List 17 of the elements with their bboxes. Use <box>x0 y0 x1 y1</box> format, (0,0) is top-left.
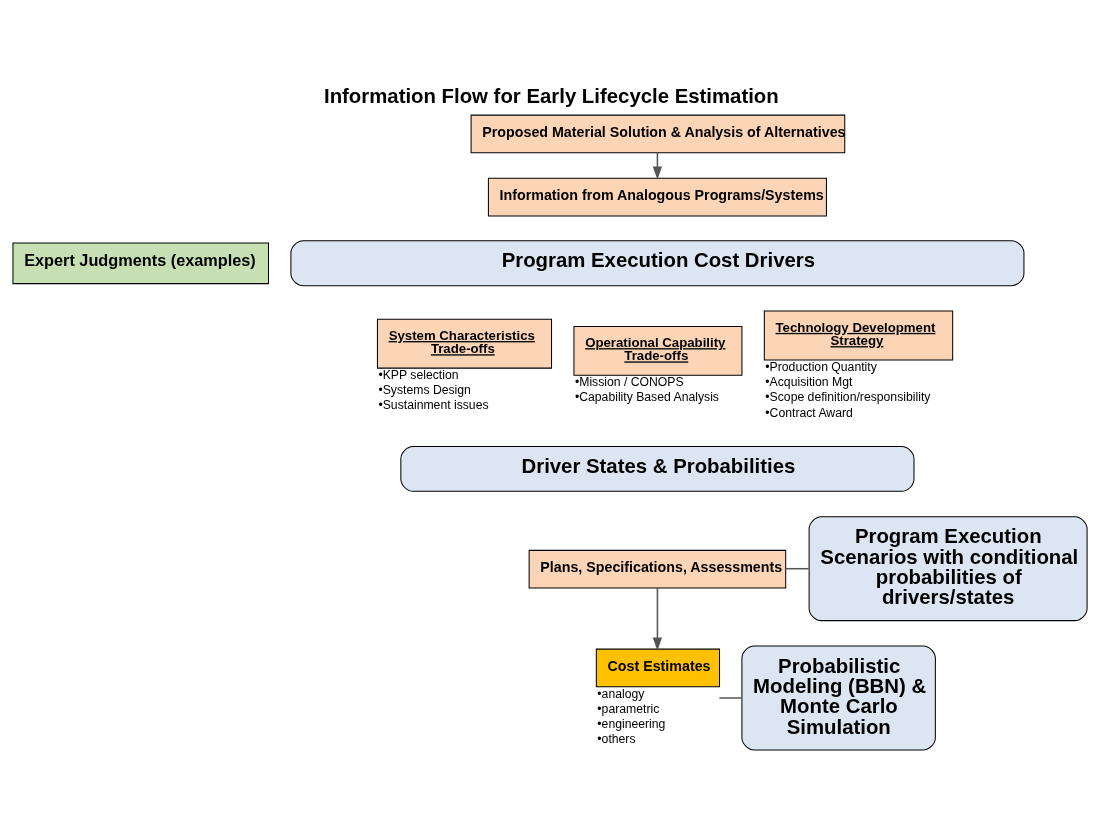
connector <box>718 697 743 699</box>
node-label: •Production Quantity <box>765 359 877 374</box>
connector <box>785 567 810 570</box>
node-label: •engineering <box>597 717 666 732</box>
diagram-title: Information Flow for Early Lifecycle Estimation <box>323 85 779 108</box>
arrow <box>652 586 663 651</box>
node-label: •analogy <box>597 686 645 701</box>
node-label: •Acquisition Mgt <box>765 375 853 390</box>
node-label: •others <box>597 732 636 747</box>
node-label: •Scope definition/responsibility <box>765 390 931 405</box>
node-label: •KPP selection <box>378 367 459 382</box>
node-label: •Contract Award <box>765 405 853 420</box>
node-label: •Systems Design <box>378 383 471 398</box>
node-label: •parametric <box>597 701 660 716</box>
node-label: •Capability Based Analysis <box>574 390 719 405</box>
node-label: •Sustainment issues <box>378 398 489 413</box>
node-label: •Mission / CONOPS <box>574 375 684 390</box>
